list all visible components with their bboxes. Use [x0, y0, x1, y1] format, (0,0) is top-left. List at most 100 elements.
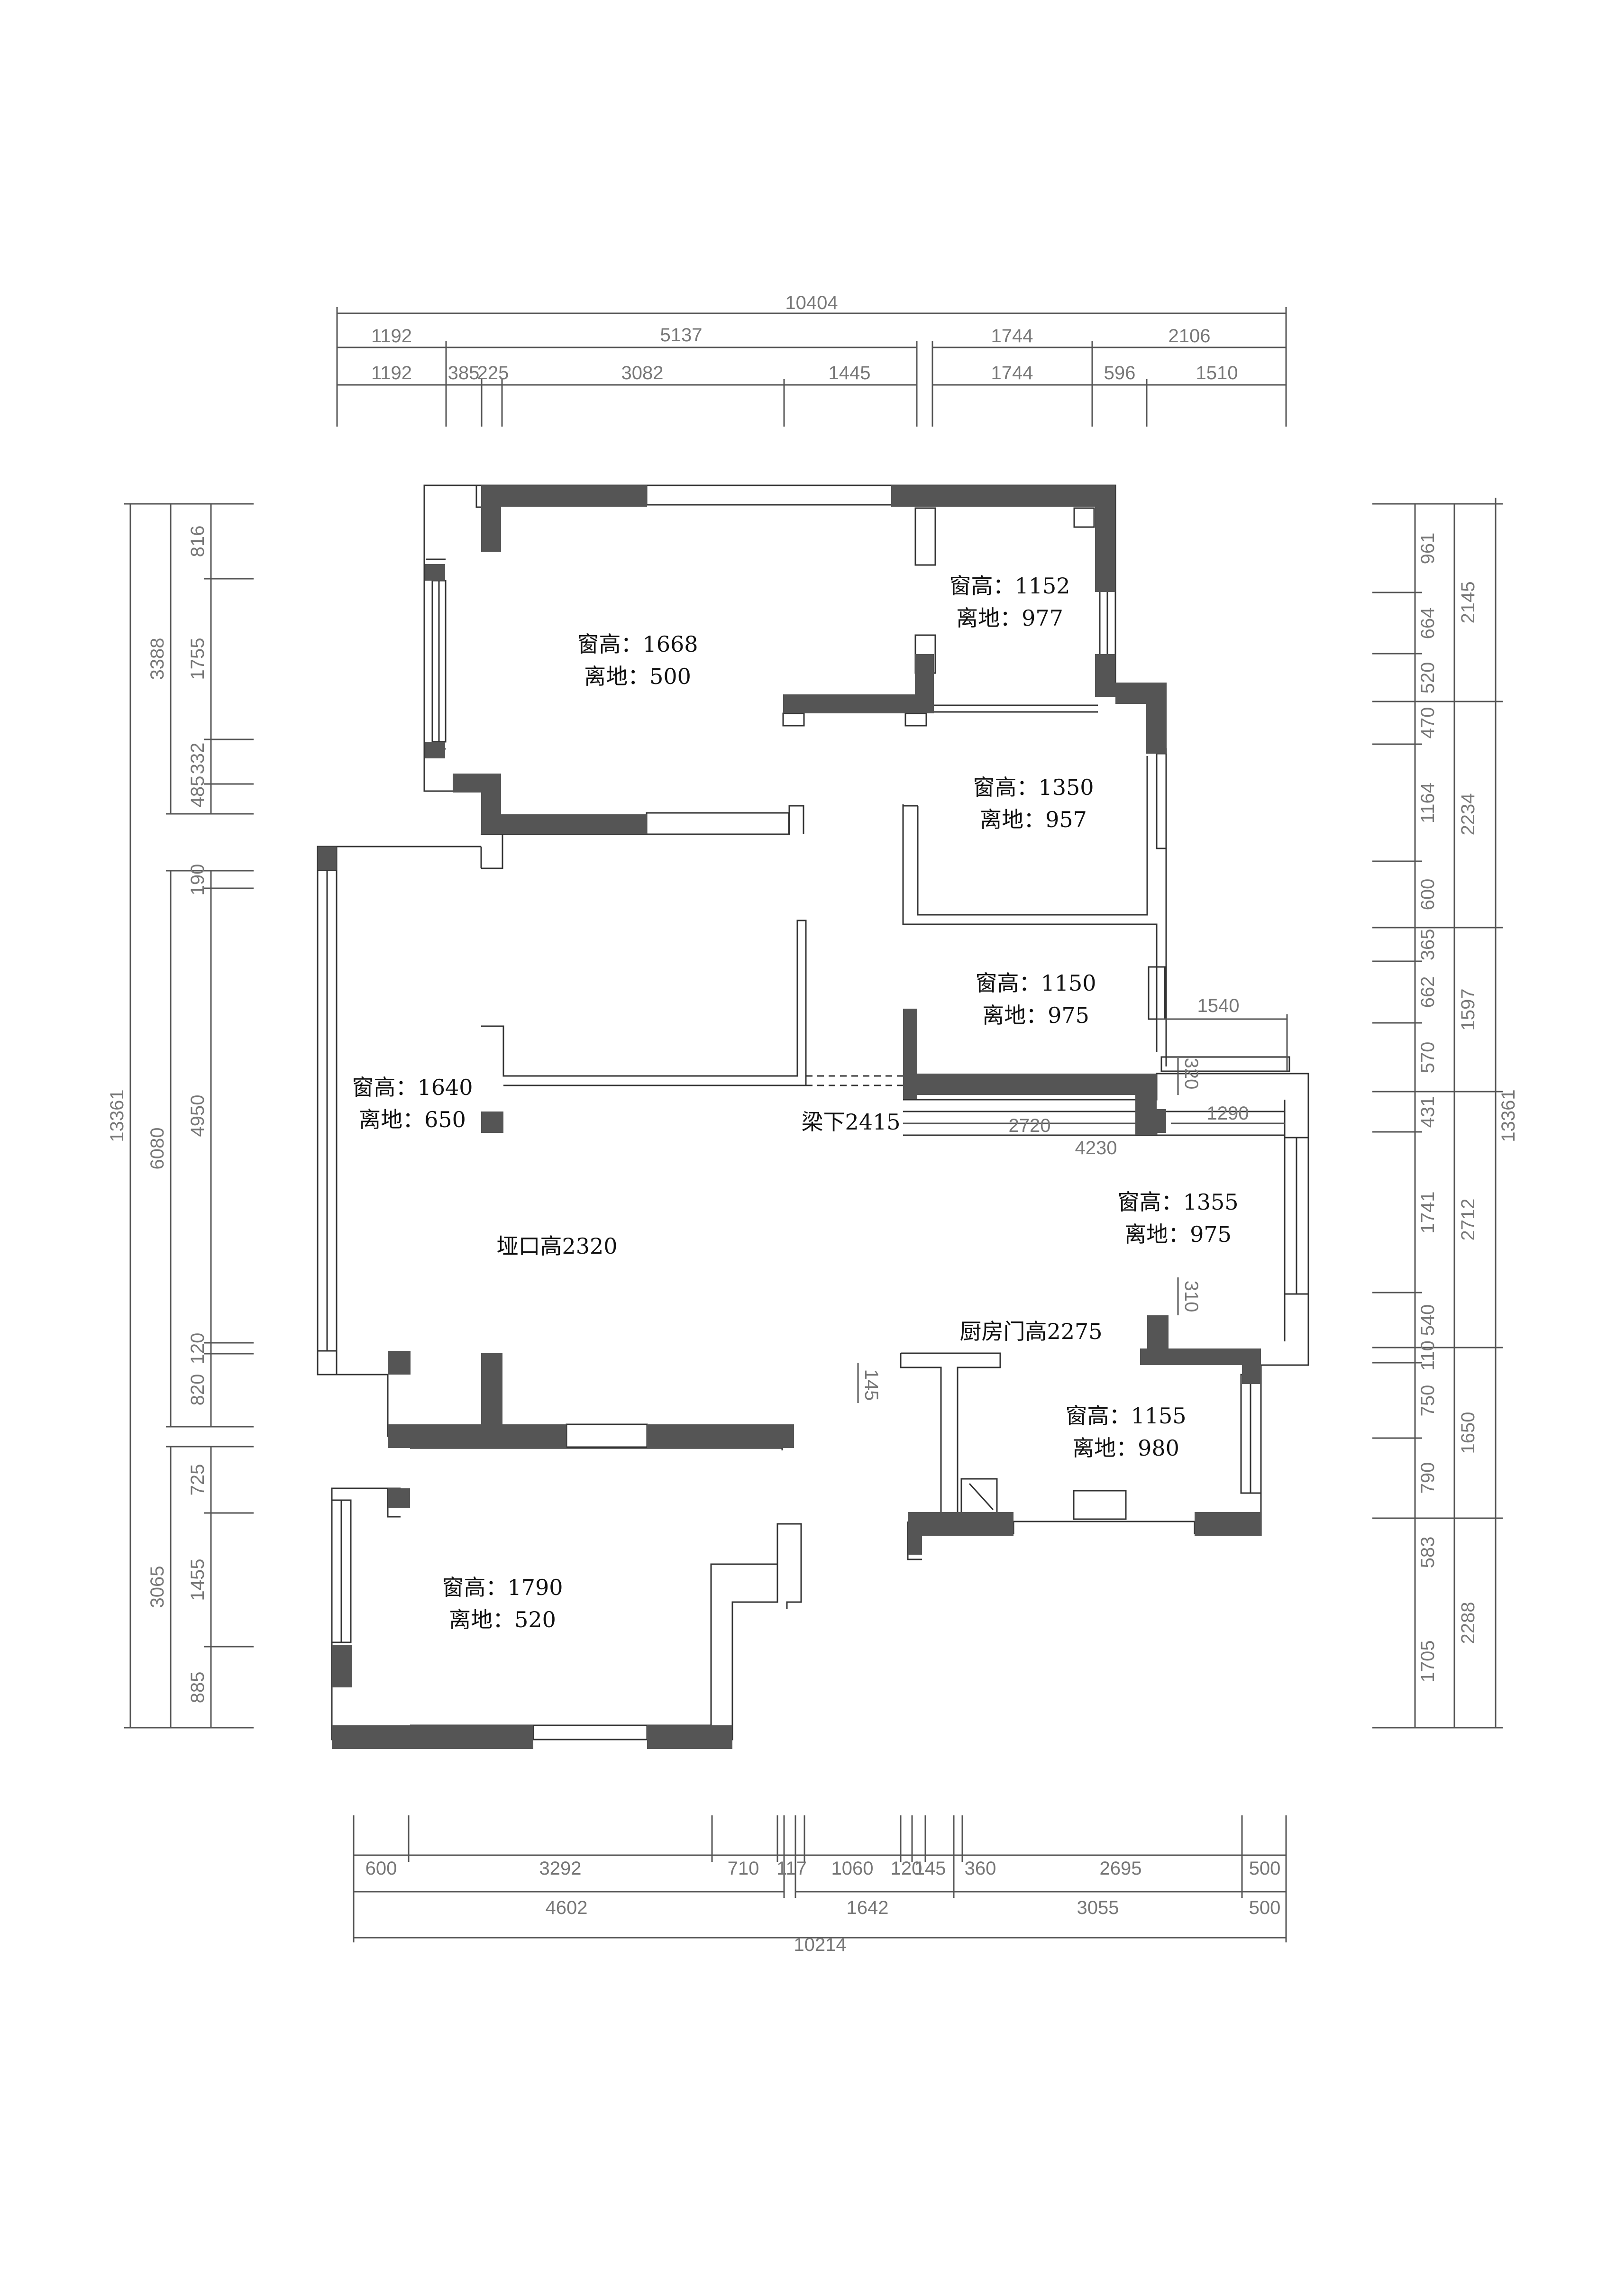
dim-top-r1: 1744: [991, 326, 1033, 346]
arch-height-label: 垭口高2320: [496, 1233, 617, 1259]
dim-inner: 1290: [1207, 1103, 1249, 1124]
dim-top-r2: 1192: [371, 363, 412, 383]
dim-right-mid: 1650: [1458, 1412, 1479, 1454]
dim-left-mid: 3388: [147, 638, 168, 680]
dim-bottom-r1: 500: [1249, 1858, 1281, 1879]
solid-walls: [318, 485, 1261, 1749]
window-sill-label: 离地：520: [449, 1607, 556, 1632]
dim-bottom-r1: 120: [891, 1858, 922, 1879]
dim-left-inner: 816: [187, 526, 208, 557]
dim-right-inner: 365: [1417, 929, 1438, 961]
window-sill-label: 离地：975: [1124, 1221, 1232, 1247]
dim-top-r2: 1445: [829, 363, 871, 383]
dim-bottom-r1: 360: [965, 1858, 996, 1879]
annotation-win1150: 窗高：1150 离地：975: [975, 970, 1096, 1028]
dim-left-inner: 485: [187, 776, 208, 808]
annotation-win1640: 窗高：1640 离地：650: [352, 1075, 473, 1132]
dim-right-inner: 1741: [1417, 1192, 1438, 1234]
window-height-label: 窗高：1150: [975, 970, 1096, 996]
dim-right-inner: 961: [1417, 533, 1438, 565]
window-sill-label: 离地：977: [956, 605, 1063, 631]
dim-top-r2: 596: [1104, 363, 1136, 383]
dim-top-r2: 1510: [1196, 363, 1238, 383]
dim-top-r2: 3082: [621, 363, 664, 383]
window-sill-label: 离地：500: [584, 664, 691, 689]
dim-inner: 145: [861, 1369, 882, 1401]
dim-right-inner: 583: [1417, 1537, 1438, 1568]
window-height-label: 窗高：1355: [1117, 1189, 1238, 1215]
dim-left-inner: 1455: [187, 1559, 208, 1601]
dim-inner: 310: [1181, 1281, 1202, 1312]
dim-top-r1: 2106: [1169, 326, 1211, 346]
dim-left-mid: 3065: [147, 1566, 168, 1608]
window-height-label: 窗高：1668: [577, 631, 698, 657]
dim-left-total: 13361: [107, 1089, 128, 1142]
dim-left-inner: 1755: [187, 638, 208, 680]
window-sill-label: 离地：975: [982, 1002, 1089, 1028]
dim-inner: 1540: [1197, 995, 1240, 1016]
dim-bottom-r1: 117: [776, 1858, 807, 1879]
dim-right-inner: 570: [1417, 1042, 1438, 1074]
dim-right-inner: 1164: [1417, 783, 1438, 823]
dim-right-mid: 2712: [1458, 1199, 1479, 1241]
annotation-win1350: 窗高：1350 离地：957: [973, 774, 1094, 832]
annotation-win1790: 窗高：1790 离地：520: [442, 1575, 563, 1632]
dim-inner: 4230: [1075, 1138, 1117, 1158]
dim-left-inner: 885: [187, 1672, 208, 1704]
dim-right-inner: 540: [1417, 1304, 1438, 1336]
dim-top-total: 10404: [785, 292, 838, 313]
dims-inner: 1540 320 2720 1290 4230 310 145: [857, 995, 1288, 1403]
dim-right-mid: 1597: [1458, 989, 1479, 1031]
window-sill-label: 离地：957: [980, 807, 1087, 832]
dim-bottom-total: 10214: [794, 1934, 846, 1955]
dim-right-inner: 1705: [1417, 1640, 1438, 1683]
annotation-win1668: 窗高：1668 离地：500: [577, 631, 698, 689]
dim-bottom-r2: 500: [1249, 1897, 1281, 1918]
kitchen-door-height-label: 厨房门高2275: [959, 1319, 1102, 1344]
dim-left-inner: 332: [187, 743, 208, 774]
dim-right-total: 13361: [1498, 1089, 1519, 1142]
dims-top: 10404 1192 5137 1744 2106 1192 385 225 3…: [336, 292, 1287, 427]
dim-right-mid: 2288: [1458, 1602, 1479, 1644]
dim-top-r2: 225: [477, 363, 509, 383]
window-sill-label: 离地：980: [1072, 1435, 1179, 1461]
dim-left-inner: 820: [187, 1374, 208, 1406]
dims-bottom: 600 3292 710 117 1060 120 145 360 2695 5…: [353, 1815, 1287, 1955]
annotation-win1155: 窗高：1155 离地：980: [1065, 1403, 1186, 1461]
dim-left-inner: 120: [187, 1333, 208, 1365]
dim-bottom-r1: 600: [365, 1858, 397, 1879]
dim-bottom-r2: 4602: [546, 1897, 588, 1918]
dim-bottom-r2: 3055: [1077, 1897, 1119, 1918]
annotation-win1355: 窗高：1355 离地：975: [1117, 1189, 1238, 1247]
dim-left-inner: 4950: [187, 1095, 208, 1137]
window-annotations: 窗高：1668 离地：500 窗高：1152 离地：977 窗高：1350 离地…: [352, 573, 1238, 1632]
dim-inner: 320: [1181, 1058, 1202, 1090]
height-labels: 梁下2415 垭口高2320 厨房门高2275: [496, 1109, 1102, 1344]
dim-bottom-r1: 3292: [539, 1858, 582, 1879]
dim-top-r1: 5137: [660, 325, 703, 346]
dim-right-inner: 750: [1417, 1385, 1438, 1417]
dim-right-inner: 664: [1417, 608, 1438, 639]
dims-left: 13361 3388 6080 3065 816 1755 485 332 19…: [107, 503, 254, 1729]
dim-right-mid: 2234: [1458, 793, 1479, 836]
window-height-label: 窗高：1155: [1065, 1403, 1186, 1429]
dim-right-inner: 520: [1417, 662, 1438, 694]
dim-right-inner: 110: [1417, 1340, 1438, 1371]
dim-top-r1: 1192: [371, 326, 412, 346]
window-sill-label: 离地：650: [359, 1107, 466, 1132]
window-height-label: 窗高：1790: [442, 1575, 563, 1600]
dim-right-mid: 2145: [1458, 582, 1479, 624]
dim-right-inner: 662: [1417, 976, 1438, 1008]
dim-top-r2: 385: [448, 363, 480, 383]
dim-bottom-r1: 1060: [831, 1858, 874, 1879]
dim-inner: 2720: [1009, 1115, 1051, 1136]
dim-left-inner: 725: [187, 1464, 208, 1496]
window-height-label: 窗高：1152: [949, 573, 1070, 599]
beam-height-label: 梁下2415: [801, 1109, 900, 1135]
dim-right-inner: 431: [1417, 1096, 1438, 1128]
dim-right-inner: 790: [1417, 1462, 1438, 1494]
dim-left-inner: 190: [187, 864, 208, 896]
dims-right: 13361 2145 2234 1597 2712 1650 2288 961 …: [1372, 498, 1519, 1729]
window-height-label: 窗高：1640: [352, 1075, 473, 1100]
